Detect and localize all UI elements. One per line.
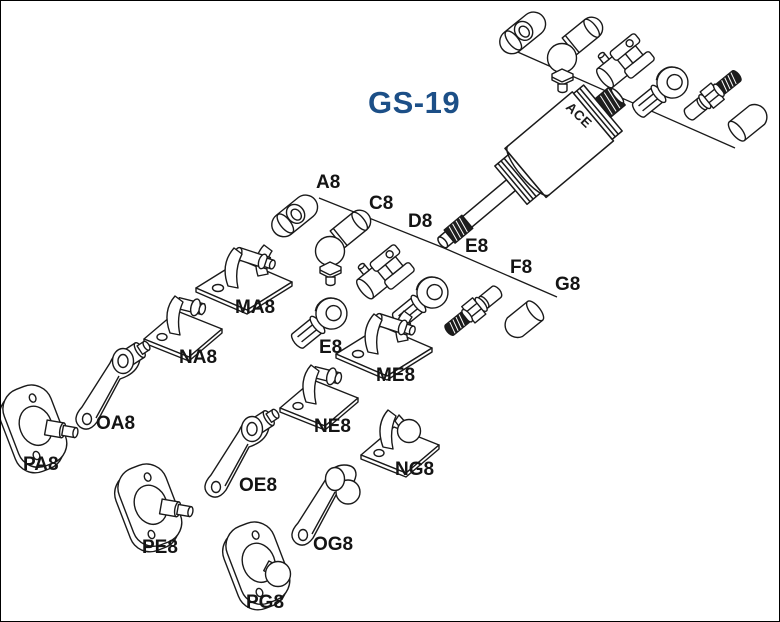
part-label-g8: G8 — [555, 274, 581, 295]
part-label-c8: C8 — [369, 193, 394, 214]
fitting-eyelet-a8 — [266, 189, 324, 243]
part-label-ng8: NG8 — [395, 459, 435, 480]
part-label-na8: NA8 — [179, 347, 218, 368]
piston-rod-thread — [443, 214, 474, 244]
part-label-me8: ME8 — [376, 365, 416, 386]
part-label-f8: F8 — [510, 257, 533, 278]
fitting-end-cap-g8 — [499, 297, 548, 343]
part-label-e8: E8 — [465, 236, 489, 257]
part-label-oa8: OA8 — [96, 413, 136, 434]
part-label-a8: A8 — [316, 172, 341, 193]
piston-rod — [462, 179, 517, 228]
diagram-title: GS-19 — [368, 85, 461, 120]
fitting-stud-top — [679, 65, 746, 126]
fitting-ball-socket-top — [546, 12, 608, 94]
part-label-d8: D8 — [408, 211, 433, 232]
part-label-e8-mid: E8 — [319, 337, 343, 358]
fitting-clevis-top — [586, 28, 657, 95]
part-label-pe8: PE8 — [142, 537, 178, 558]
fitting-clevis-d8 — [346, 239, 417, 306]
part-label-pa8: PA8 — [23, 454, 59, 475]
part-label-og8: OG8 — [313, 534, 354, 555]
fitting-end-cap-top — [724, 99, 773, 145]
part-label-oe8: OE8 — [239, 475, 278, 496]
gas-spring-body — [437, 84, 626, 249]
part-label-ma8: MA8 — [235, 297, 276, 318]
fitting-stud-f8 — [440, 280, 507, 341]
fitting-eyelet-top — [494, 6, 552, 60]
part-label-ne8: NE8 — [314, 416, 351, 437]
part-label-pg8: PG8 — [246, 592, 285, 613]
